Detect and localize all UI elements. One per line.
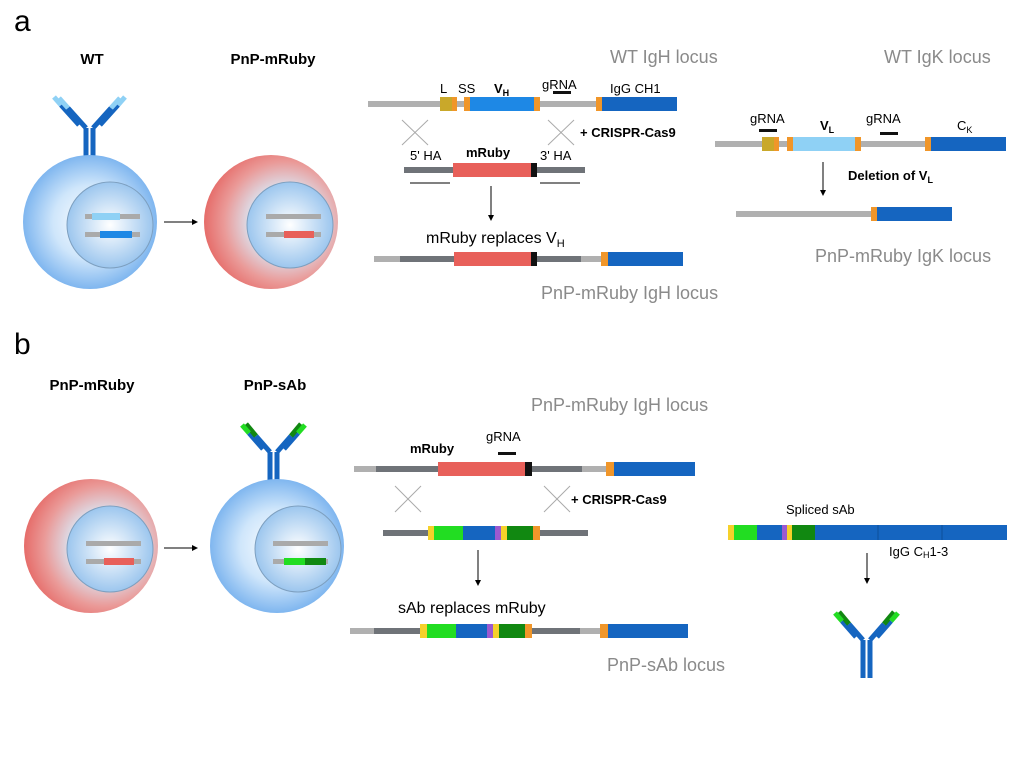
panel-b-letter: b	[14, 328, 31, 361]
wt-igk-locus-diagram	[715, 129, 1006, 151]
pnp-mruby-cell-b	[24, 479, 158, 613]
label-L: L	[440, 81, 447, 96]
crispr-cas9-label-b: + CRISPR-Cas9	[571, 492, 667, 507]
pnp-igk-locus-diagram	[736, 207, 952, 221]
igg-ch1-3-label: IgG CH1-3	[889, 544, 948, 560]
spliced-sab-diagram	[728, 525, 1007, 540]
cell-pnp-sab-title: PnP-sAb	[244, 377, 307, 394]
label-gRNA-k1: gRNA	[750, 111, 785, 126]
mruby-replaces-vh: mRuby replaces VH	[426, 230, 565, 250]
crispr-cas9-label-a: + CRISPR-Cas9	[580, 125, 676, 140]
label-3-ha: 3' HA	[540, 148, 572, 163]
cross-icon-b	[394, 485, 571, 513]
label-mruby-a: mRuby	[466, 145, 511, 160]
pnp-mruby-cell	[204, 155, 338, 289]
donor-mruby-diagram	[404, 163, 585, 184]
wt-igk-locus-title: WT IgK locus	[884, 47, 991, 67]
pnp-sab-locus-diagram	[350, 624, 688, 638]
label-CK: CK	[957, 118, 972, 135]
panel-a-letter: a	[14, 5, 31, 38]
cell-pnp-mruby-title: PnP-mRuby	[230, 51, 316, 68]
pnp-mruby-igh-locus-title-b: PnP-mRuby IgH locus	[531, 395, 708, 415]
label-VL: VL	[820, 118, 835, 135]
donor-sab-diagram	[383, 526, 588, 540]
cell-pnp-mruby-title-b: PnP-mRuby	[49, 377, 135, 394]
label-igg-ch1: IgG CH1	[610, 81, 661, 96]
wt-igh-locus-diagram	[368, 91, 677, 111]
label-gRNA-b: gRNA	[486, 429, 521, 444]
label-VH: VH	[494, 81, 509, 98]
spliced-sab-label: Spliced sAb	[786, 502, 855, 517]
wt-cell	[23, 95, 157, 289]
cell-wt-title: WT	[80, 51, 103, 68]
sab-replaces-mruby: sAb replaces mRuby	[398, 600, 546, 617]
cross-icon	[401, 119, 575, 146]
antibody-icon-green	[240, 422, 307, 490]
label-mruby-b: mRuby	[410, 441, 455, 456]
pnp-sab-cell	[210, 422, 344, 613]
label-gRNA-k2: gRNA	[866, 111, 901, 126]
pnp-mruby-igh-diagram-b	[354, 452, 695, 476]
label-gRNA-a1: gRNA	[542, 77, 577, 92]
label-SS: SS	[458, 81, 476, 96]
wt-igh-locus-title: WT IgH locus	[610, 47, 718, 67]
pnp-mruby-igk-locus-title: PnP-mRuby IgK locus	[815, 246, 991, 266]
pnp-sab-locus-title: PnP-sAb locus	[607, 655, 725, 675]
pnp-mruby-igh-diagram	[374, 252, 683, 266]
antibody-icon-final	[833, 610, 900, 678]
deletion-of-vl: Deletion of VL	[848, 168, 933, 185]
label-5-ha: 5' HA	[410, 148, 442, 163]
antibody-icon-blue	[52, 95, 127, 165]
pnp-mruby-igh-locus-title: PnP-mRuby IgH locus	[541, 283, 718, 303]
